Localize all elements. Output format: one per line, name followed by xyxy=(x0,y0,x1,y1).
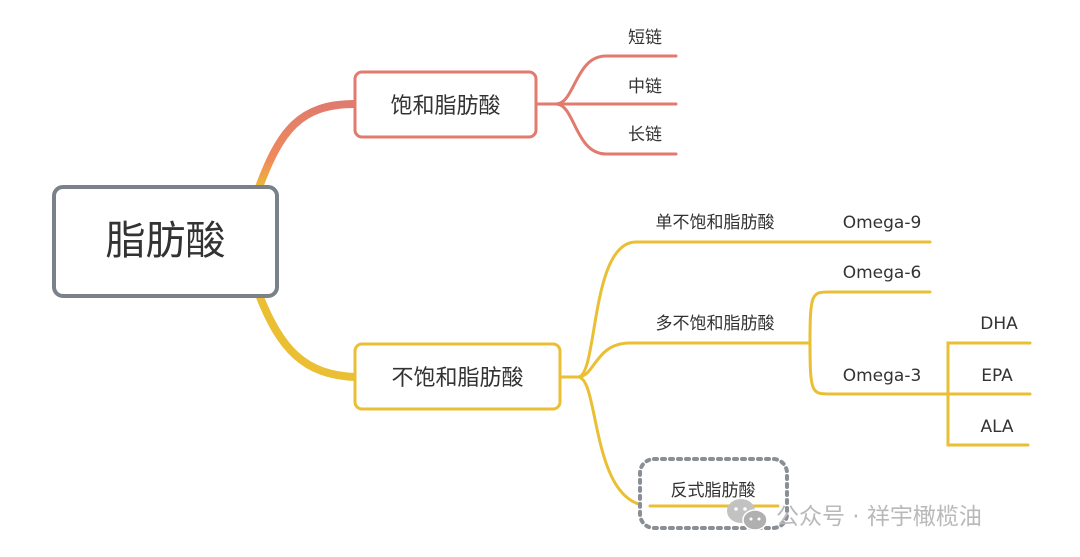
trans-fat-label: 反式脂肪酸 xyxy=(671,481,756,501)
node-mono-unsaturated[interactable]: 单不饱和脂肪酸 xyxy=(656,213,775,233)
node-dha[interactable]: DHA xyxy=(980,314,1018,334)
node-ala[interactable]: ALA xyxy=(980,417,1013,437)
connectors xyxy=(254,54,1032,508)
root-node[interactable]: 脂肪酸 xyxy=(52,185,279,298)
node-omega-3[interactable]: Omega-3 xyxy=(843,366,922,386)
connector-poly-omega6 xyxy=(808,290,932,345)
node-short-chain[interactable]: 短链 xyxy=(628,28,662,48)
unsaturated-children: 单不饱和脂肪酸 Omega-9 多不饱和脂肪酸 Omega-6 Omega-3 … xyxy=(656,213,1019,437)
watermark-text: 公众号 · 祥宇橄榄油 xyxy=(776,504,982,530)
node-poly-unsaturated[interactable]: 多不饱和脂肪酸 xyxy=(656,314,775,334)
connector-omega3-ala xyxy=(946,392,1030,447)
node-epa[interactable]: EPA xyxy=(981,366,1013,386)
watermark: 公众号 · 祥宇橄榄油 xyxy=(727,499,982,531)
connector-root-unsaturated xyxy=(254,288,359,381)
saturated-node[interactable]: 饱和脂肪酸 xyxy=(353,70,538,139)
connector-root-saturated xyxy=(254,100,359,194)
connector-omega3-dha xyxy=(946,341,1032,396)
node-omega-9[interactable]: Omega-9 xyxy=(843,213,922,233)
connector-sat-long xyxy=(534,102,678,156)
node-long-chain[interactable]: 长链 xyxy=(628,125,662,145)
wechat-icon xyxy=(727,499,768,531)
saturated-node-label: 饱和脂肪酸 xyxy=(390,94,500,119)
connector-poly-omega3 xyxy=(808,341,950,396)
saturated-children: 短链 中链 长链 xyxy=(628,28,662,145)
connector-unsat-poly xyxy=(558,341,812,379)
root-node-label: 脂肪酸 xyxy=(106,218,226,264)
unsaturated-node[interactable]: 不饱和脂肪酸 xyxy=(353,342,562,411)
unsaturated-node-label: 不饱和脂肪酸 xyxy=(391,366,523,391)
node-omega-6[interactable]: Omega-6 xyxy=(843,263,922,283)
connector-unsat-trans xyxy=(558,375,782,508)
connector-unsat-mono xyxy=(558,240,932,379)
node-medium-chain[interactable]: 中链 xyxy=(628,77,662,97)
